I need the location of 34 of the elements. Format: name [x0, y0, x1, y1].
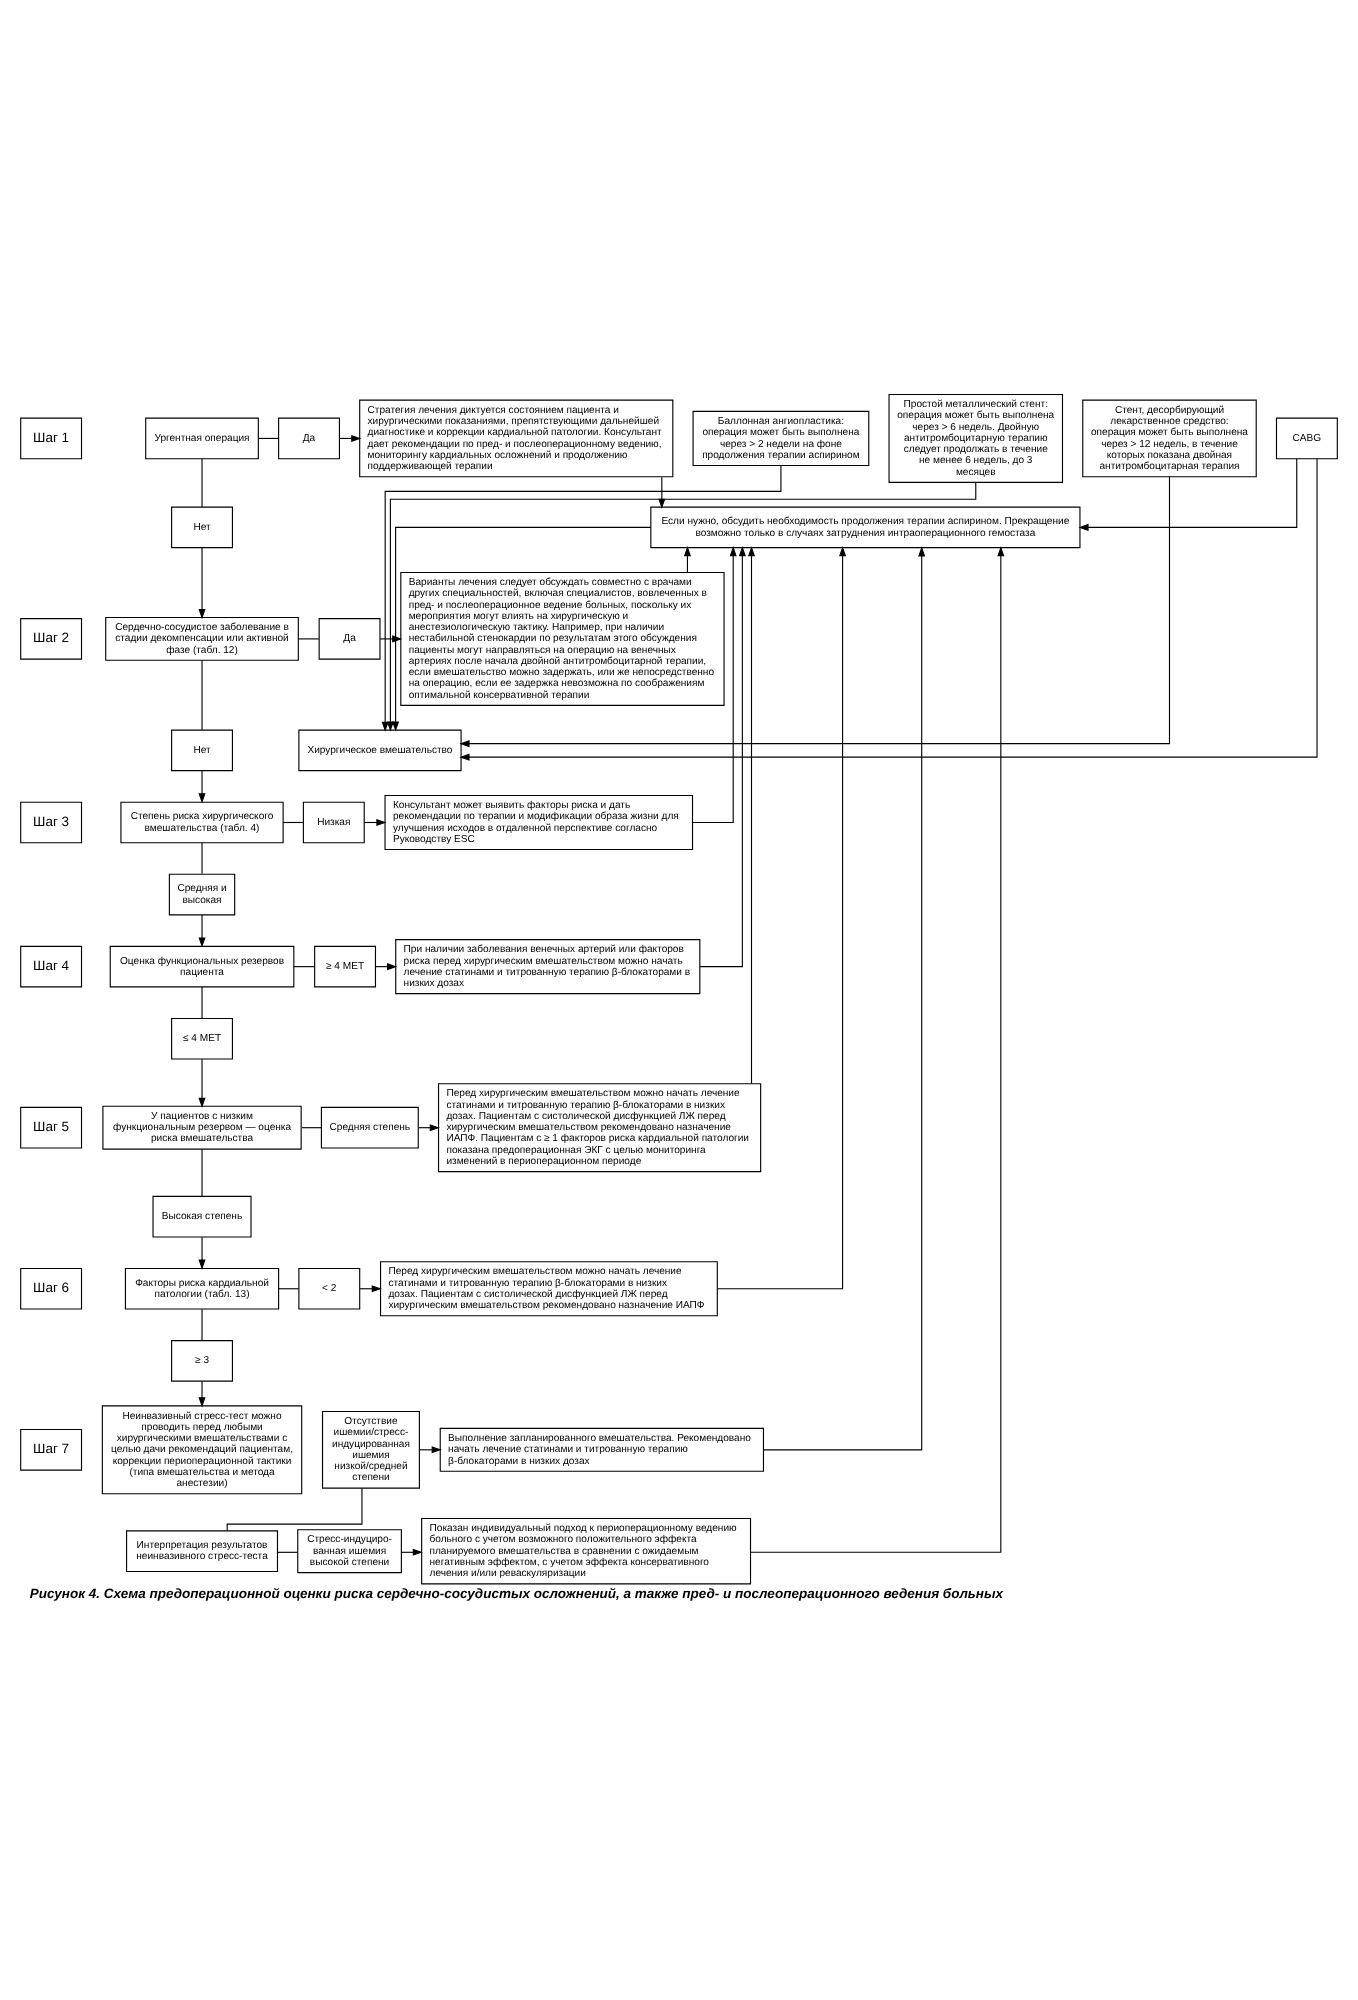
arrow: [717, 545, 847, 1289]
connector: [201, 457, 203, 507]
connector: [282, 820, 304, 823]
connector: [293, 965, 315, 967]
connector: [201, 841, 203, 874]
arrow: [381, 463, 782, 731]
arrow: [386, 481, 977, 731]
connector: [201, 658, 203, 730]
connector: [201, 1147, 203, 1196]
arrow: [750, 545, 1005, 1552]
connector: [257, 436, 279, 438]
arrow: [198, 1379, 206, 1407]
connector: [201, 1307, 203, 1340]
arrow: [198, 546, 206, 619]
arrow: [379, 634, 403, 642]
arrow: [198, 913, 206, 947]
arrow: [1078, 457, 1298, 530]
connector: [297, 637, 320, 639]
connector: [301, 1126, 322, 1128]
connector: [226, 1486, 363, 1531]
arrow: [198, 1235, 206, 1269]
arrow: [459, 457, 1318, 760]
connector: [201, 985, 203, 1018]
connector: [278, 1287, 300, 1289]
connector: [276, 1550, 299, 1552]
arrow: [763, 545, 926, 1450]
arrow: [400, 1547, 423, 1555]
arrow: [198, 1057, 206, 1107]
arrow: [198, 769, 206, 803]
arrow: [747, 545, 756, 1084]
arrow: [459, 475, 1171, 747]
arrow: [392, 525, 652, 731]
arrow: [699, 545, 746, 967]
arrow: [692, 545, 737, 823]
